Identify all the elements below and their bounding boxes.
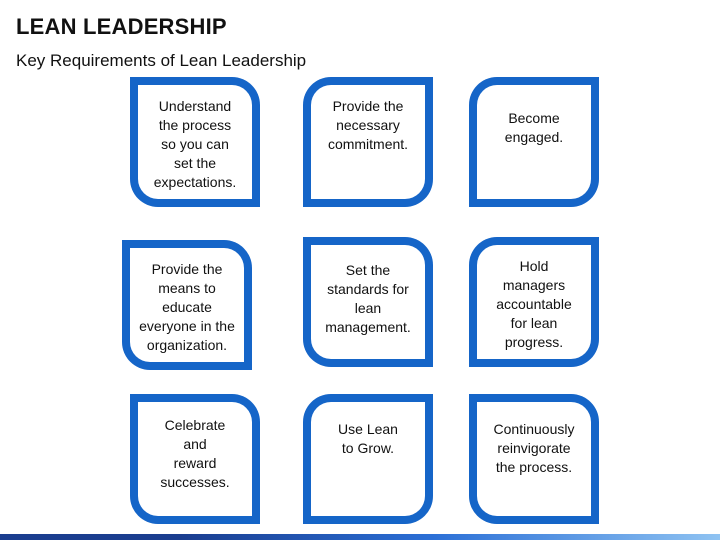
- requirement-text-9: Continuously reinvigorate the process.: [493, 421, 575, 475]
- page-subtitle: Key Requirements of Lean Leadership: [16, 51, 307, 70]
- page-title: LEAN LEADERSHIP: [16, 14, 227, 39]
- requirement-card-7: Celebrate and reward successes.: [130, 394, 260, 524]
- requirement-card-4: Provide the means to educate everyone in…: [122, 240, 252, 370]
- requirement-text-8: Use Lean to Grow.: [338, 421, 398, 456]
- requirement-card-6: Hold managers accountable for lean progr…: [469, 237, 599, 367]
- requirement-card-3: Become engaged.: [469, 77, 599, 207]
- requirement-text-4: Provide the means to educate everyone in…: [139, 261, 235, 353]
- requirement-text-7: Celebrate and reward successes.: [160, 417, 230, 490]
- requirement-card-8: Use Lean to Grow.: [303, 394, 433, 524]
- requirement-card-5: Set the standards for lean management.: [303, 237, 433, 367]
- requirement-text-1: Understand the process so you can set th…: [153, 98, 237, 190]
- footer-bar: [0, 534, 720, 540]
- requirement-text-6: Hold managers accountable for lean progr…: [496, 258, 572, 350]
- requirement-text-2: Provide the necessary commitment.: [327, 98, 409, 152]
- requirement-card-2: Provide the necessary commitment.: [303, 77, 433, 207]
- requirement-card-1: Understand the process so you can set th…: [130, 77, 260, 207]
- requirement-text-5: Set the standards for lean management.: [325, 262, 411, 335]
- requirement-text-3: Become engaged.: [504, 110, 564, 145]
- requirement-card-9: Continuously reinvigorate the process.: [469, 394, 599, 524]
